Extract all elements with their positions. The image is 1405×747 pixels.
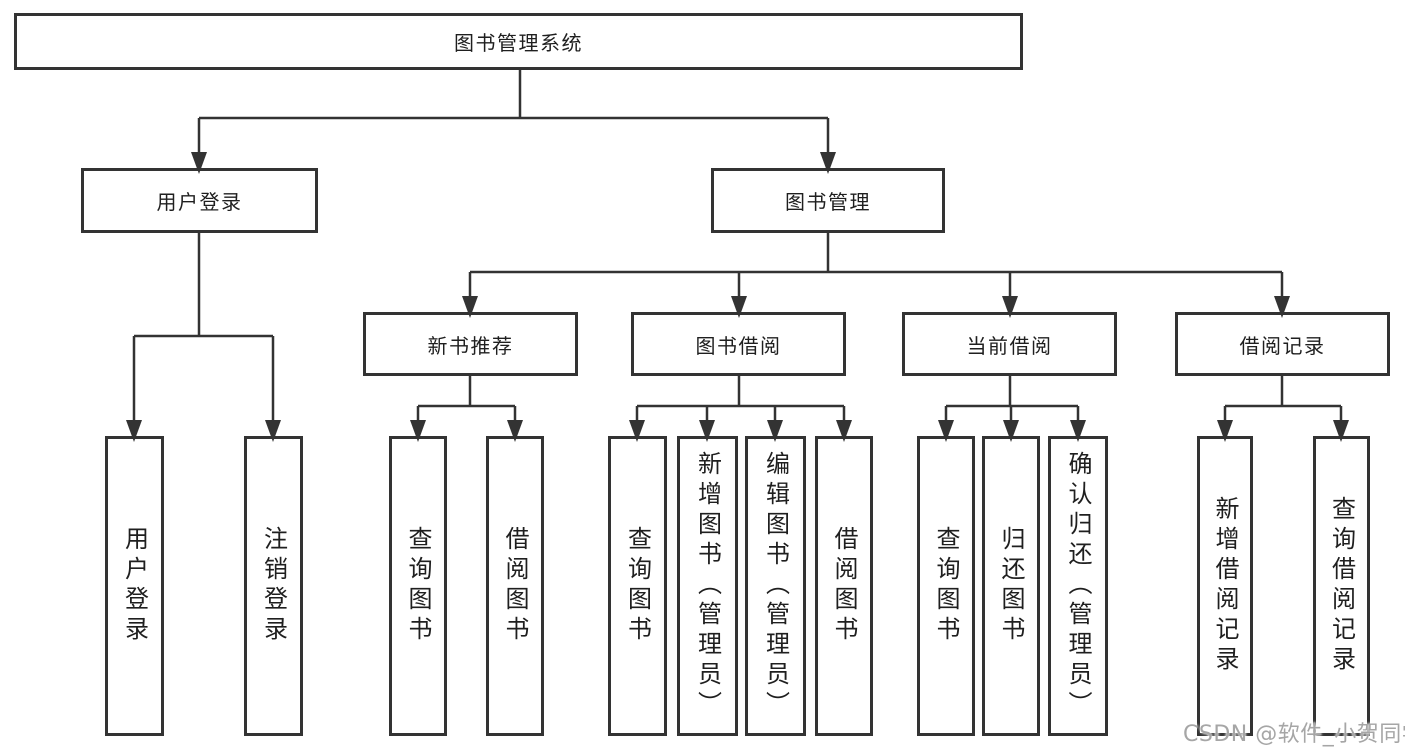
node-newbooks-query-books: 查询图书 — [389, 436, 447, 736]
node-newbooks-borrow-books: 借阅图书 — [486, 436, 544, 736]
node-label: 归还图书 — [997, 526, 1025, 646]
node-label: 借阅图书 — [830, 526, 858, 646]
node-label: 新增借阅记录 — [1211, 496, 1239, 676]
node-label: 确认归还（管理员） — [1064, 451, 1092, 721]
node-label: 借阅记录 — [1239, 333, 1326, 358]
node-label: 新增图书（管理员） — [693, 451, 722, 721]
edges-book-management-children — [462, 233, 1290, 318]
node-records-add-borrow-record: 新增借阅记录 — [1197, 436, 1253, 736]
node-label: 图书管理系统 — [454, 31, 583, 55]
node-book-borrowing: 图书借阅 — [631, 312, 846, 376]
node-borrowing-query-books: 查询图书 — [608, 436, 667, 736]
csdn-watermark: CSDN @软件_小贺同学 — [1183, 722, 1405, 747]
node-label: 借阅图书 — [501, 526, 529, 646]
node-label: 查询图书 — [404, 526, 432, 646]
node-current-return-books: 归还图书 — [982, 436, 1040, 736]
node-label: 当前借阅 — [966, 333, 1053, 358]
node-label: 用户登录 — [156, 190, 243, 214]
edges-root-to-level2 — [191, 70, 836, 174]
node-label: 注销登录 — [259, 526, 288, 646]
node-label: 查询图书 — [932, 526, 960, 646]
node-current-confirm-return-admin: 确认归还（管理员） — [1048, 436, 1108, 736]
node-borrowing-add-books-admin: 新增图书（管理员） — [677, 436, 738, 736]
node-label: 查询借阅记录 — [1327, 496, 1356, 676]
node-borrowing-edit-books-admin: 编辑图书（管理员） — [745, 436, 806, 736]
node-label: 图书管理 — [785, 190, 871, 214]
node-logout: 注销登录 — [244, 436, 303, 736]
node-current-query-books: 查询图书 — [917, 436, 975, 736]
node-label: 编辑图书（管理员） — [761, 451, 790, 721]
node-records-query-borrow-record: 查询借阅记录 — [1313, 436, 1370, 736]
node-label: 图书借阅 — [695, 333, 782, 358]
node-user-login: 用户登录 — [81, 168, 318, 233]
node-borrowing-borrow-books: 借阅图书 — [815, 436, 873, 736]
node-label: 查询图书 — [623, 526, 652, 646]
node-label: 用户登录 — [120, 526, 149, 646]
node-label: 新书推荐 — [427, 333, 514, 358]
edges-current-borrowing-children — [938, 376, 1086, 442]
node-borrowing-records: 借阅记录 — [1175, 312, 1390, 376]
edges-new-book-recommend-children — [410, 376, 523, 442]
edges-book-borrowing-children — [629, 376, 852, 442]
node-library-system: 图书管理系统 — [14, 13, 1023, 70]
edges-borrowing-records-children — [1217, 376, 1349, 442]
node-book-management: 图书管理 — [711, 168, 945, 233]
edges-user-login-children — [126, 233, 281, 442]
node-new-book-recommend: 新书推荐 — [363, 312, 578, 376]
node-user-login-leaf: 用户登录 — [105, 436, 164, 736]
node-current-borrowing: 当前借阅 — [902, 312, 1117, 376]
